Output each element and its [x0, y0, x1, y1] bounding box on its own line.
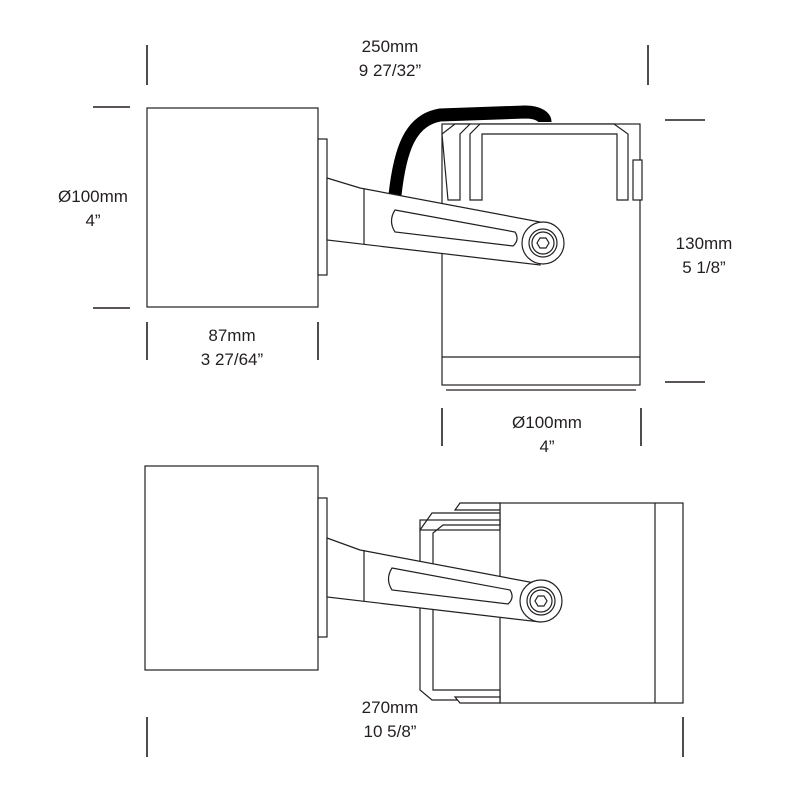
junction-box: [146, 107, 319, 308]
dim-label-imperial: 4”: [85, 211, 100, 230]
mounting-plate: [317, 497, 328, 638]
dim-lamp-diameter: Ø100mm 4”: [512, 413, 582, 456]
mounting-plate: [317, 138, 328, 276]
dim-lamp-height: 130mm 5 1/8”: [676, 234, 733, 277]
dim-label-metric: 270mm: [362, 698, 419, 717]
dim-top-width: 250mm 9 27/32”: [359, 37, 422, 80]
dim-label-metric: 250mm: [362, 37, 419, 56]
dim-box-depth: 87mm 3 27/64”: [201, 326, 264, 369]
dim-label-imperial: 5 1/8”: [682, 258, 726, 277]
dim-bottom-width: 270mm 10 5/8”: [362, 698, 419, 741]
dim-label-imperial: 4”: [539, 437, 554, 456]
pivot-bolt: [519, 579, 563, 623]
dim-label-metric: 130mm: [676, 234, 733, 253]
dim-label-imperial: 9 27/32”: [359, 61, 422, 80]
dim-label-metric: Ø100mm: [58, 187, 128, 206]
cable: [388, 105, 552, 196]
dim-label-metric: Ø100mm: [512, 413, 582, 432]
dim-box-diameter: Ø100mm 4”: [58, 187, 128, 230]
junction-box: [144, 465, 319, 671]
dim-label-imperial: 3 27/64”: [201, 350, 264, 369]
top-view-drawing: [144, 465, 684, 704]
dimension-ticks: [93, 45, 705, 757]
pivot-bolt: [521, 221, 565, 265]
dim-label-imperial: 10 5/8”: [364, 722, 417, 741]
dim-label-metric: 87mm: [208, 326, 255, 345]
side-view-drawing: [146, 105, 643, 391]
